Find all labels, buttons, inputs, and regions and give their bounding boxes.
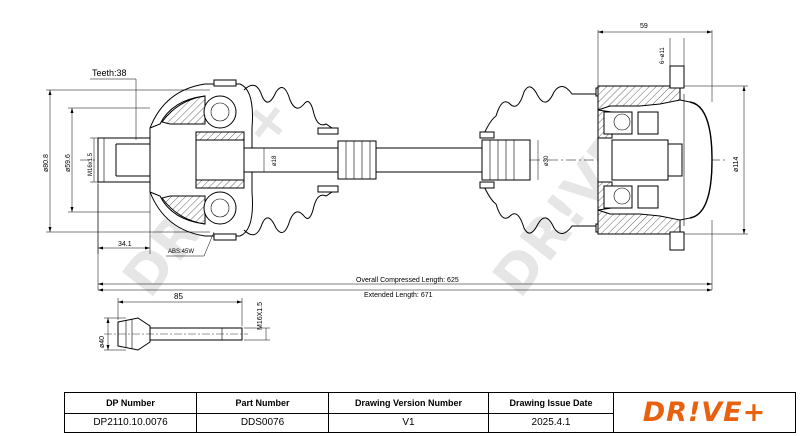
bolt-detail: [104, 317, 248, 351]
bolt-dimensions: [104, 298, 270, 351]
bolt-thread: M16X1.5: [257, 302, 264, 330]
right-cv-joint: [597, 65, 713, 251]
bolt-diameter: ø40: [99, 336, 106, 348]
left-boot: [243, 84, 339, 236]
stub-thread-label: M16x1.5: [88, 152, 94, 176]
left-cv-joint: [97, 79, 253, 241]
dp-number-value: DP2110.10.0076: [93, 417, 168, 428]
extended-length: Extended Length: 671: [364, 292, 433, 299]
dimension-arrows: [48, 30, 746, 292]
version-header: Drawing Version Number: [329, 393, 488, 414]
abs-label: ABS:45W: [168, 249, 194, 255]
length-34: 34.1: [118, 241, 132, 248]
bolt-holes-label: 6~ø11: [660, 47, 666, 64]
bolt-arrows: [106, 300, 242, 350]
hub-inner-diameter: ø59.6: [65, 154, 72, 172]
part-number-header: Part Number: [197, 393, 328, 414]
shaft-diameter-30: ø30: [544, 155, 550, 166]
brand-logo: DR!VE+: [642, 397, 767, 428]
issue-date-header: Drawing Issue Date: [489, 393, 613, 414]
shaft-diameter-18: ø18: [272, 155, 278, 166]
dimension-lines: [46, 30, 748, 291]
title-cell-version: Drawing Version Number V1: [329, 393, 489, 432]
hub-outer-diameter: ø80.8: [43, 154, 50, 172]
issue-date-value: 2025.4.1: [531, 417, 571, 428]
main-shaft: [243, 139, 531, 181]
housing-diameter-114: ø114: [733, 156, 740, 172]
title-block: DP Number DP2110.10.0076 Part Number DDS…: [64, 392, 796, 433]
dimension-59: 59: [640, 23, 648, 30]
title-cell-issue-date: Drawing Issue Date 2025.4.1: [489, 393, 614, 432]
version-value: V1: [402, 417, 415, 428]
overall-length: Overall Compressed Length: 625: [356, 277, 459, 284]
part-number-value: DDS0076: [240, 417, 285, 428]
teeth-label: Teeth:38: [92, 68, 127, 78]
title-cell-dp-number: DP Number DP2110.10.0076: [65, 393, 197, 432]
dp-number-header: DP Number: [65, 393, 196, 414]
bolt-length: 85: [174, 292, 183, 301]
title-cell-part-number: Part Number DDS0076: [197, 393, 329, 432]
